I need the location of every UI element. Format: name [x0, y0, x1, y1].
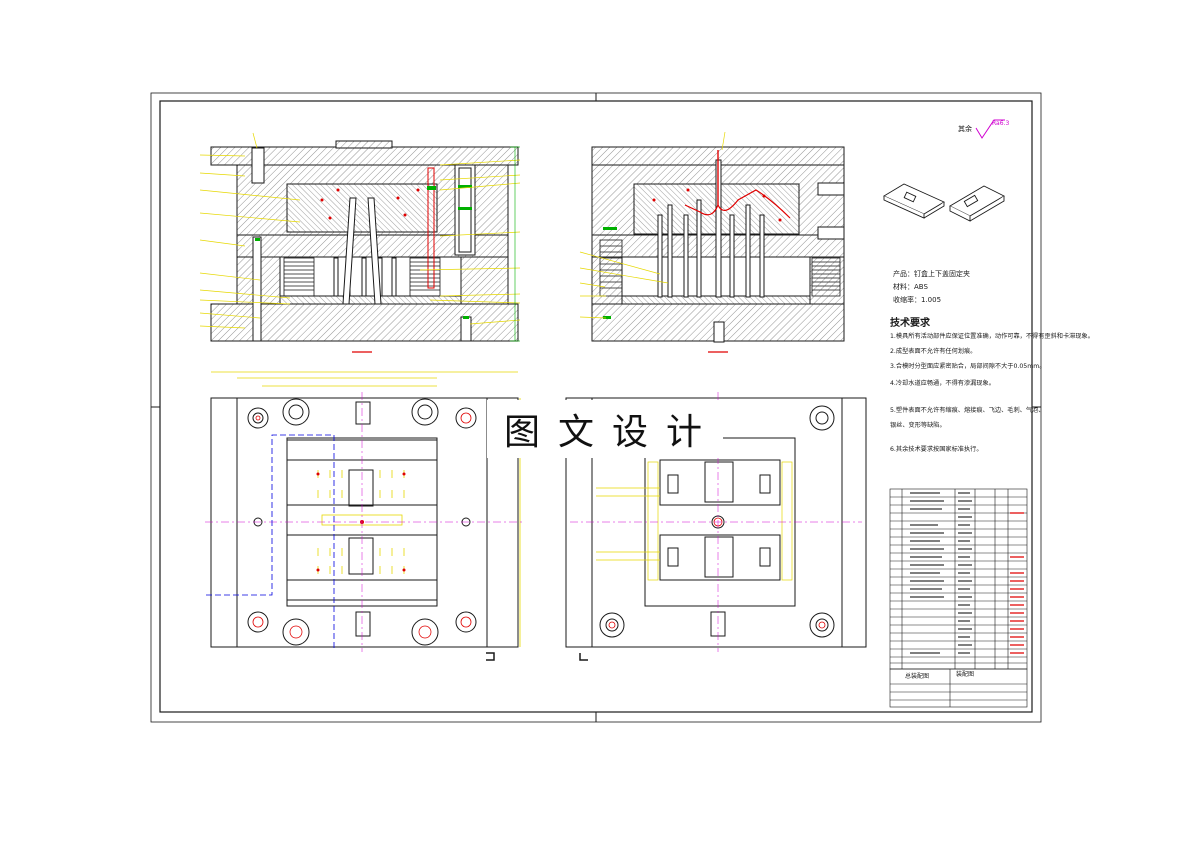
product-name: 产品：钉盒上下盖固定夹	[893, 270, 970, 278]
tech-req-item: 2.成型表面不允许有任何划痕。	[890, 348, 977, 355]
main-section-view	[199, 132, 521, 353]
roughness-label: 其余	[958, 125, 972, 133]
drawing-frame	[150, 92, 1042, 723]
part-isometric-views	[883, 183, 1005, 222]
watermark: 图文设计	[487, 400, 723, 458]
tech-req-item: 4.冷却水道应畅通，不得有渗漏现象。	[890, 380, 995, 387]
product-shrinkage: 收缩率：1.005	[893, 296, 942, 304]
side-section-view	[579, 131, 845, 353]
bom-table	[889, 488, 1028, 708]
roughness-symbol	[975, 119, 1005, 139]
tech-req-item: 5.塑件表面不允许有缩痕、熔接痕、飞边、毛刺、气泡、	[890, 407, 1045, 414]
title-block-drawing-name: 总装配图	[905, 673, 930, 680]
title-block-label: 装配图	[956, 671, 975, 678]
watermark-text: 图文设计	[503, 412, 720, 453]
product-material: 材料：ABS	[893, 283, 928, 291]
tech-req-item: 3.合模时分型面应紧密贴合，局部间隙不大于0.05mm。	[890, 363, 1046, 370]
tech-req-item: 1.模具所有活动部件应保证位置准确，动作可靠，不得有歪斜和卡滞现象。	[890, 333, 1094, 340]
tech-requirements-title: 技术要求	[890, 318, 930, 329]
tech-req-item: 6.其余技术要求按国家标准执行。	[890, 446, 983, 453]
tech-req-item: 银丝、变形等缺陷。	[890, 422, 946, 429]
bom-text-marks	[910, 492, 972, 654]
moving-half-plan-view	[205, 371, 525, 661]
bom-cell-marks	[1010, 512, 1024, 654]
roughness-value: Ra6.3	[992, 120, 1010, 127]
